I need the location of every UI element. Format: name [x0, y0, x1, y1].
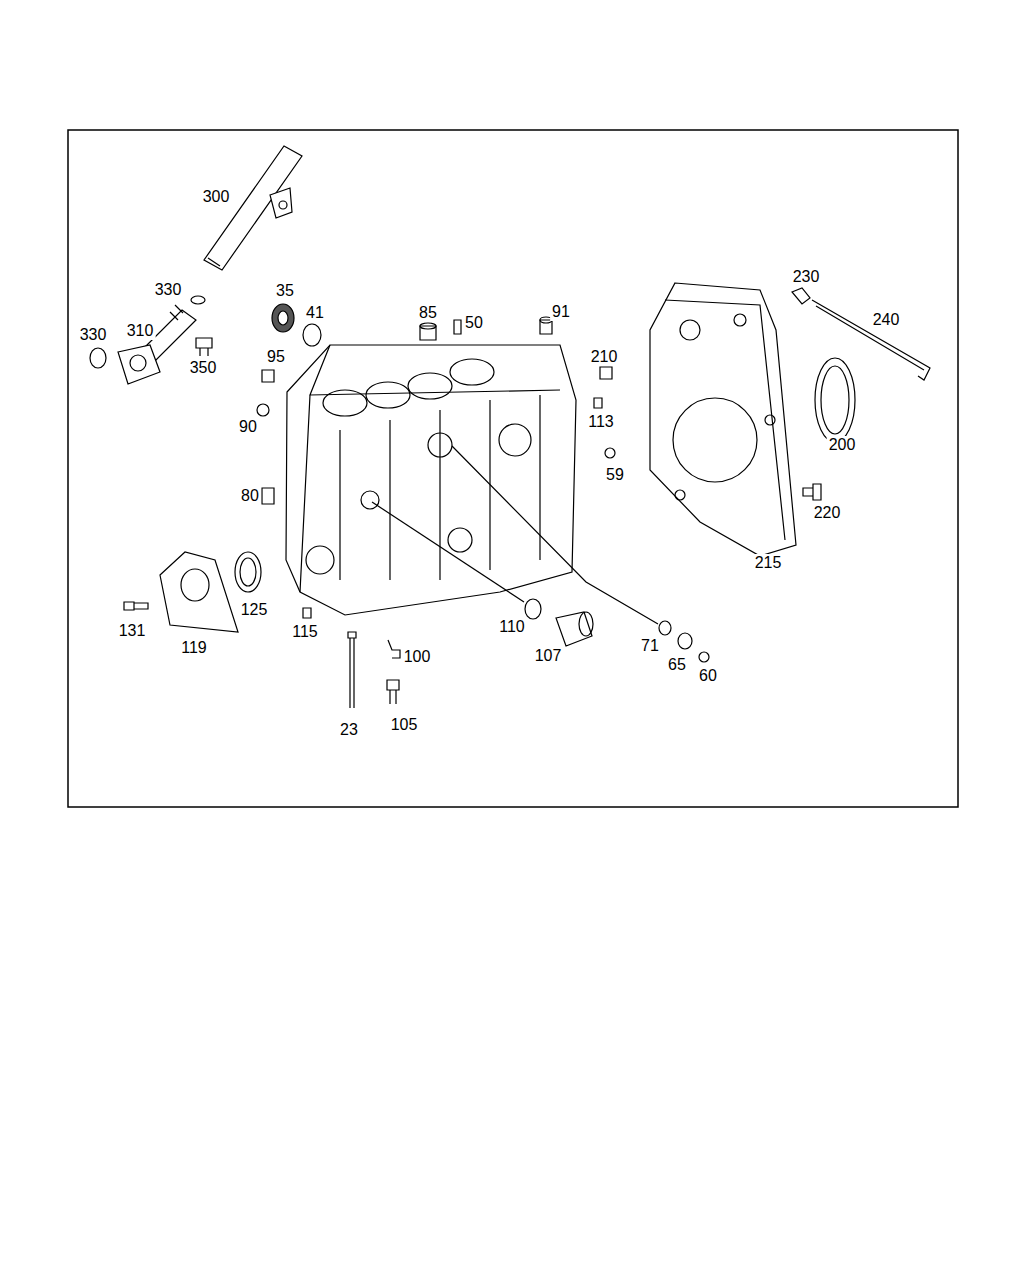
callout-number: 131 — [117, 622, 148, 640]
callout-number: 110 — [497, 618, 527, 636]
callout-number: 65 — [666, 656, 688, 674]
callout-number: 125 — [239, 601, 270, 619]
callout-number: 230 — [791, 268, 822, 286]
callout-number: 107 — [533, 647, 564, 665]
callout-number: 300 — [201, 188, 232, 206]
callout-number: 350 — [188, 359, 219, 377]
callout-number: 330 — [153, 281, 184, 299]
callout-number: 240 — [871, 311, 902, 329]
callout-number: 60 — [697, 667, 719, 685]
callout-number: 23 — [338, 721, 360, 739]
callout-number: 115 — [290, 623, 320, 641]
callout-number: 50 — [463, 314, 485, 332]
callout-number: 71 — [639, 637, 661, 655]
callout-number: 35 — [274, 282, 296, 300]
callout-number: 90 — [237, 418, 259, 436]
callout-number: 80 — [239, 487, 261, 505]
callout-number: 330 — [78, 326, 109, 344]
callout-number: 200 — [827, 436, 858, 454]
callout-number: 215 — [753, 554, 784, 572]
callout-number: 119 — [179, 639, 209, 657]
callout-number: 310 — [125, 322, 156, 340]
callout-number: 113 — [586, 413, 616, 431]
callout-number: 91 — [550, 303, 572, 321]
callout-number: 220 — [812, 504, 843, 522]
callout-number: 59 — [604, 466, 626, 484]
callout-number: 105 — [389, 716, 420, 734]
callout-number: 41 — [304, 304, 326, 322]
callout-number: 100 — [402, 648, 433, 666]
callout-number: 85 — [417, 304, 439, 322]
callout-number: 95 — [265, 348, 287, 366]
callout-number: 210 — [589, 348, 620, 366]
